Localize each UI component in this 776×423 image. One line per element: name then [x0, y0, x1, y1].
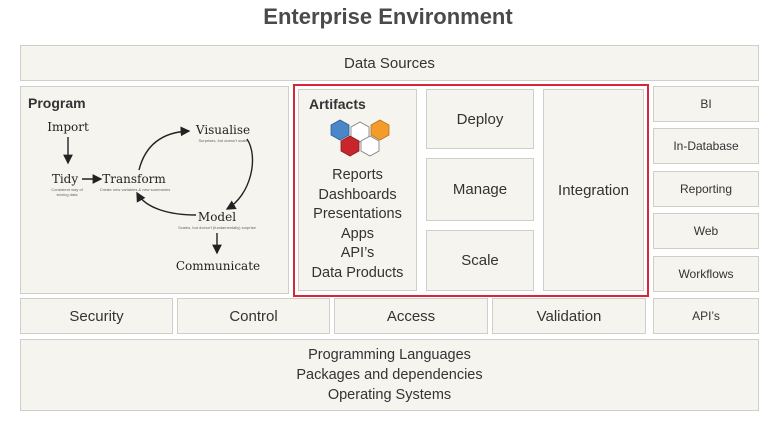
node-visualise: Visualise [195, 123, 250, 137]
right-item-label: Reporting [679, 182, 733, 196]
deploy-box: Deploy [426, 89, 534, 149]
validation-box: Validation [492, 298, 646, 334]
right-item-bi: BI [653, 86, 759, 122]
artifact-item: Apps [340, 225, 375, 242]
control-label: Control [229, 307, 278, 325]
node-transform-sub: Create new variables & new summaries [100, 187, 170, 192]
program-header: Program [28, 95, 86, 111]
security-label: Security [69, 307, 124, 325]
scale-box: Scale [426, 230, 534, 291]
artifact-item: Reports [332, 167, 383, 183]
data-sources-box: Data Sources [20, 45, 759, 81]
artifacts-header: Artifacts [309, 96, 366, 112]
data-sources-label: Data Sources [344, 54, 435, 72]
foundation-item: Programming Languages [308, 347, 471, 363]
manage-box: Manage [426, 158, 534, 221]
arrow-model-transform [136, 191, 197, 216]
access-label: Access [386, 307, 436, 325]
arrow-visualise-model [225, 138, 254, 210]
node-tidy-sub2: storing data [57, 192, 79, 197]
program-box: Program Import Tidy Consistent way of st… [20, 86, 289, 294]
control-box: Control [177, 298, 330, 334]
security-box: Security [20, 298, 173, 334]
right-item-label: BI [700, 97, 712, 111]
highlight-frame [293, 84, 649, 297]
foundation-box: Programming Languages Packages and depen… [20, 339, 759, 411]
right-item-reporting: Reporting [653, 171, 759, 207]
artifacts-box: Artifacts Reports Dashboards Presentatio… [298, 89, 417, 291]
right-item-apis: API’s [653, 298, 759, 334]
node-transform: Transform [102, 172, 166, 186]
right-item-label: In-Database [673, 139, 739, 153]
right-item-in-database: In-Database [653, 128, 759, 164]
access-box: Access [334, 298, 488, 334]
arrow-transform-visualise [138, 126, 191, 171]
right-item-label: API’s [692, 309, 720, 323]
right-item-label: Workflows [678, 267, 734, 281]
right-item-workflows: Workflows [653, 256, 759, 292]
artifact-item: Data Products [311, 264, 404, 281]
foundation-item: Packages and dependencies [296, 367, 483, 383]
artifact-item: Presentations [313, 206, 402, 222]
node-model: Model [198, 210, 236, 224]
data-science-workflow-diagram: Import Tidy Consistent way of storing da… [47, 120, 260, 273]
manage-label: Manage [452, 181, 508, 198]
node-tidy: Tidy [52, 172, 79, 186]
node-communicate: Communicate [176, 259, 260, 273]
node-model-sub: Scales, but doesn't (fundamentally) surp… [178, 225, 256, 230]
page-title: Enterprise Environment [263, 4, 513, 29]
integration-box: Integration [543, 89, 644, 291]
right-item-label: Web [693, 224, 719, 238]
right-item-web: Web [653, 213, 759, 249]
artifact-logos-icon [330, 119, 390, 157]
integration-label: Integration [558, 181, 629, 199]
scale-label: Scale [461, 252, 499, 269]
node-import: Import [47, 120, 89, 134]
artifact-item: API’s [340, 245, 375, 261]
foundation-item: Operating Systems [327, 387, 452, 403]
artifact-item: Dashboards [318, 186, 397, 203]
validation-label: Validation [536, 307, 602, 325]
node-tidy-sub1: Consistent way of [51, 187, 83, 192]
deploy-label: Deploy [456, 110, 504, 128]
artifacts-list: Reports Dashboards Presentations Apps AP… [299, 166, 416, 283]
node-visualise-sub: Surprises, but doesn't scale [198, 138, 248, 143]
